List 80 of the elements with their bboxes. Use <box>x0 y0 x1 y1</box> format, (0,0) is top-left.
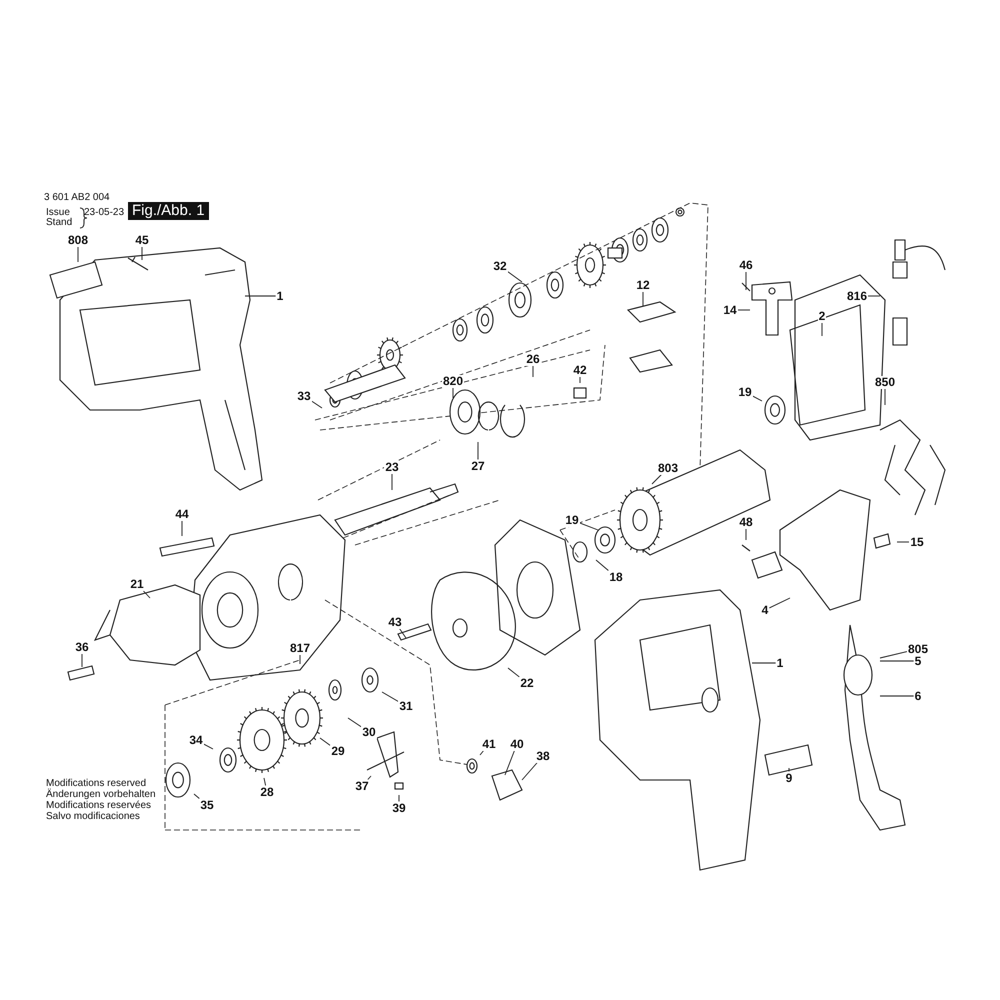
callout-number: 15 <box>909 536 925 548</box>
callout-number: 6 <box>914 690 922 702</box>
leader-line <box>398 794 400 802</box>
callout-number: 21 <box>129 578 145 590</box>
leader-line <box>311 400 322 408</box>
leader-line <box>788 768 790 772</box>
callout-number: 808 <box>66 234 90 246</box>
leader-line <box>508 668 520 678</box>
leader-line <box>504 750 515 776</box>
callout-number: 38 <box>535 750 551 762</box>
callout-number: 26 <box>525 352 541 366</box>
callout-number: 42 <box>572 364 588 376</box>
callout-number: 35 <box>199 798 215 812</box>
issue-label: Stand <box>46 217 72 228</box>
leader-line <box>522 762 538 780</box>
callout-number: 14 <box>722 304 738 316</box>
leader-line <box>752 396 762 402</box>
leader-line <box>320 738 331 746</box>
callout-number: 4 <box>760 604 770 616</box>
leader-line <box>652 474 662 484</box>
callout-number: 34 <box>188 734 204 746</box>
leader-line <box>142 590 150 598</box>
callout-number: 45 <box>134 234 150 246</box>
leader-line <box>642 291 644 306</box>
leader-line <box>532 365 534 378</box>
callout-number: 28 <box>259 786 275 798</box>
leader-line <box>480 750 484 756</box>
note: Änderungen vorbehalten <box>46 789 156 800</box>
issue-label: Issue <box>46 207 70 218</box>
callout-number: 19 <box>564 514 580 526</box>
callout-number: 31 <box>398 700 414 712</box>
callout-number: 41 <box>481 738 497 750</box>
callout-number: 805 <box>906 642 930 656</box>
callout-number: 39 <box>391 802 407 814</box>
leader-line <box>452 387 454 398</box>
callout-number: 18 <box>608 570 624 584</box>
leader-line <box>367 776 372 780</box>
callout-number: 32 <box>492 260 508 272</box>
callout-number: 29 <box>330 744 346 758</box>
leader-line <box>752 662 776 664</box>
leader-line <box>203 744 214 750</box>
leader-line <box>596 560 609 571</box>
callout-number: 9 <box>784 772 794 784</box>
callout-number: 12 <box>635 278 651 292</box>
callout-number: 27 <box>470 460 486 472</box>
callout-number: 850 <box>874 376 896 388</box>
callout-number: 48 <box>738 516 754 528</box>
leader-line <box>884 388 886 406</box>
callout-number: 1 <box>776 656 784 670</box>
callout-number: 1 <box>276 290 284 302</box>
note: Modifications reservées <box>46 800 152 811</box>
callout-number: 5 <box>914 654 922 668</box>
part-number: 3 601 AB2 004 <box>44 192 110 203</box>
callout-number: 36 <box>74 640 90 654</box>
note: Salvo modificaciones <box>46 811 140 822</box>
callout-number: 37 <box>354 780 370 792</box>
date: 23-05-23 <box>84 207 124 218</box>
leader-line <box>264 778 266 786</box>
callout-number: 23 <box>384 460 400 474</box>
leader-line <box>768 598 790 608</box>
callout-number: 803 <box>656 462 680 474</box>
leader-line <box>382 692 399 702</box>
leader-line <box>399 628 406 638</box>
callout-number: 33 <box>296 390 312 402</box>
callout-number: 44 <box>174 508 190 520</box>
leader-line <box>880 660 914 662</box>
callout-number: 19 <box>737 386 753 398</box>
callout-number: 820 <box>442 374 464 388</box>
callout-number: 22 <box>519 676 535 690</box>
leader-line <box>579 522 598 530</box>
leader-line <box>194 794 200 799</box>
leader-line <box>507 271 522 282</box>
callout-number: 30 <box>361 726 377 738</box>
callout-number: 43 <box>387 616 403 628</box>
callout-number: 46 <box>738 258 754 272</box>
callout-number: 40 <box>509 738 525 750</box>
leader-line <box>348 718 362 728</box>
figure-label: Fig./Abb. 1 <box>128 202 209 220</box>
leader-line <box>880 651 908 658</box>
note: Modifications reserved <box>46 778 146 789</box>
